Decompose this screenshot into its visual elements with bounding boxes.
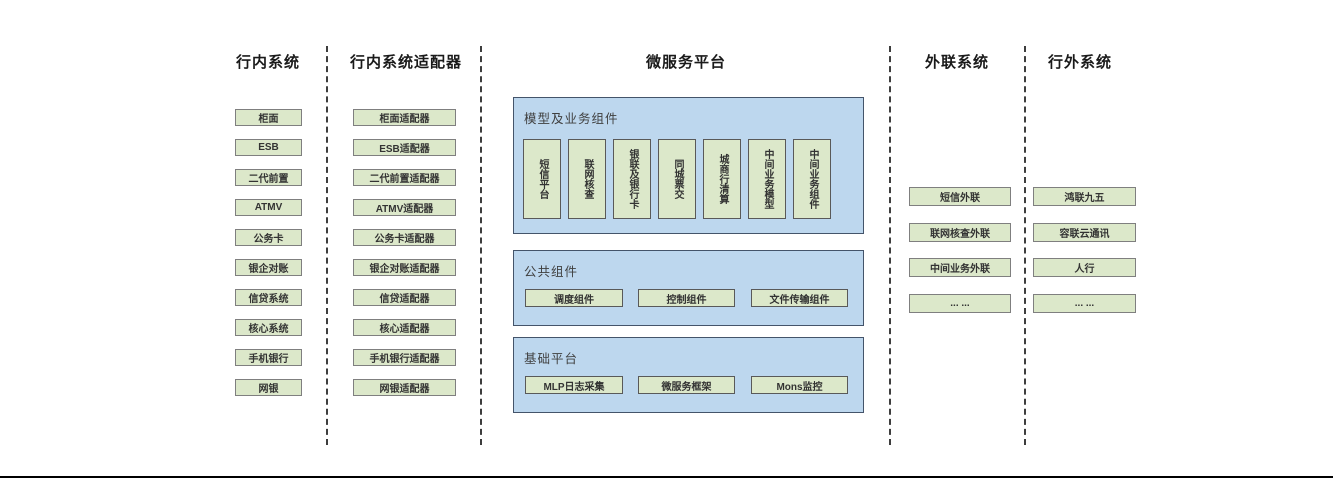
internal-system-box: ESB [235, 139, 302, 156]
panel-model-business-components: 模型及业务组件 短信平台 联网核查 银联及银行卡 同城票交 城商行清算 中间业务… [513, 97, 864, 234]
external-link-box: 中间业务外联 [909, 258, 1011, 277]
header-outside-systems: 行外系统 [1047, 54, 1112, 71]
header-microservice-platform: 微服务平台 [645, 54, 726, 71]
panel-base-platform: 基础平台 MLP日志采集 微服务框架 Mons监控 [513, 337, 864, 413]
model-component-label: 同城票交 [672, 159, 683, 199]
dashed-separator-4 [1024, 46, 1026, 445]
internal-system-box: 信贷系统 [235, 289, 302, 306]
common-component-box: 控制组件 [638, 289, 735, 307]
model-component-label: 中间业务组件 [807, 149, 818, 209]
outside-system-box: ... ... [1033, 294, 1136, 313]
header-internal-adapters: 行内系统适配器 [349, 54, 462, 71]
base-platform-box: Mons监控 [751, 376, 848, 394]
adapter-box: 二代前置适配器 [353, 169, 456, 186]
internal-system-box: 核心系统 [235, 319, 302, 336]
bottom-rule [0, 476, 1333, 478]
dashed-separator-3 [889, 46, 891, 445]
model-component-box: 同城票交 [658, 139, 696, 219]
outside-system-box: 容联云通讯 [1033, 223, 1136, 242]
model-component-box: 中间业务组件 [793, 139, 831, 219]
external-link-box: 短信外联 [909, 187, 1011, 206]
internal-system-box: 手机银行 [235, 349, 302, 366]
dashed-separator-2 [480, 46, 482, 445]
model-component-box: 短信平台 [523, 139, 561, 219]
internal-system-box: ATMV [235, 199, 302, 216]
panel-title: 基础平台 [524, 352, 579, 366]
model-component-label: 城商行清算 [717, 154, 728, 204]
outside-system-box: 人行 [1033, 258, 1136, 277]
model-component-label: 短信平台 [537, 159, 548, 199]
model-component-box: 城商行清算 [703, 139, 741, 219]
model-component-label: 银联及银行卡 [627, 149, 638, 209]
adapter-box: 信贷适配器 [353, 289, 456, 306]
adapter-box: 网银适配器 [353, 379, 456, 396]
adapter-box: ESB适配器 [353, 139, 456, 156]
header-internal-systems: 行内系统 [235, 54, 300, 71]
header-external-link-systems: 外联系统 [924, 54, 989, 71]
model-component-label: 联网核查 [582, 159, 593, 199]
external-link-box: 联网核查外联 [909, 223, 1011, 242]
model-component-box: 银联及银行卡 [613, 139, 651, 219]
internal-system-box: 网银 [235, 379, 302, 396]
internal-system-box: 公务卡 [235, 229, 302, 246]
adapter-box: 银企对账适配器 [353, 259, 456, 276]
external-link-box: ... ... [909, 294, 1011, 313]
base-platform-box: 微服务框架 [638, 376, 735, 394]
panel-title: 公共组件 [524, 265, 579, 279]
model-component-box: 联网核查 [568, 139, 606, 219]
adapter-box: 核心适配器 [353, 319, 456, 336]
adapter-box: 手机银行适配器 [353, 349, 456, 366]
base-platform-box: MLP日志采集 [525, 376, 623, 394]
common-component-box: 调度组件 [525, 289, 623, 307]
panel-title: 模型及业务组件 [524, 112, 619, 126]
adapter-box: ATMV适配器 [353, 199, 456, 216]
dashed-separator-1 [326, 46, 328, 445]
panel-common-components: 公共组件 调度组件 控制组件 文件传输组件 [513, 250, 864, 326]
outside-system-box: 鸿联九五 [1033, 187, 1136, 206]
model-component-box: 中间业务模型 [748, 139, 786, 219]
model-component-label: 中间业务模型 [762, 149, 773, 209]
adapter-box: 柜面适配器 [353, 109, 456, 126]
internal-system-box: 柜面 [235, 109, 302, 126]
common-component-box: 文件传输组件 [751, 289, 848, 307]
internal-system-box: 二代前置 [235, 169, 302, 186]
adapter-box: 公务卡适配器 [353, 229, 456, 246]
internal-system-box: 银企对账 [235, 259, 302, 276]
